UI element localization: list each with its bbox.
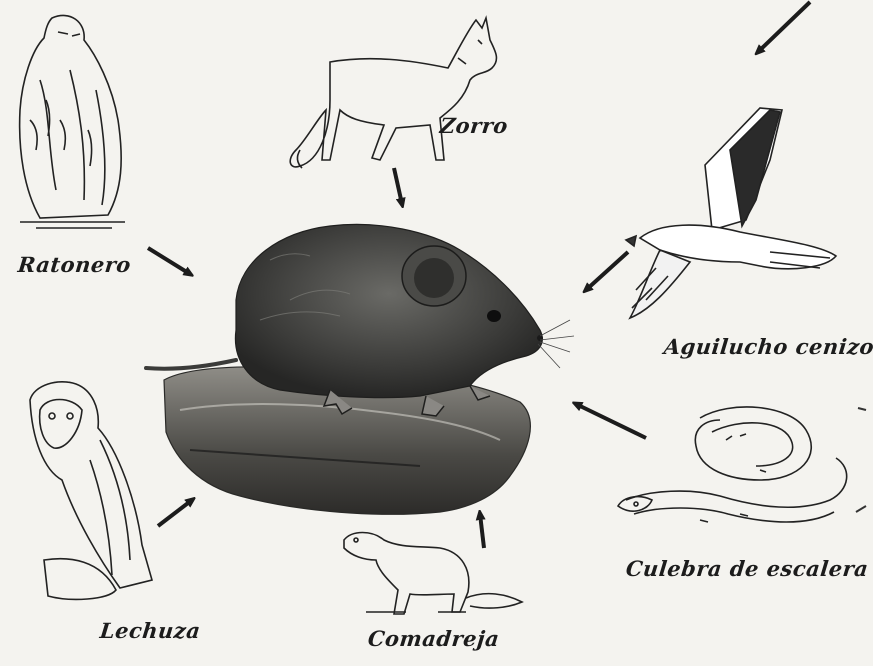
ratonero-illustration: [20, 15, 125, 228]
zorro-illustration: [290, 18, 496, 168]
aguilucho-illustration: [626, 108, 836, 318]
right-edge-marks: [856, 408, 866, 512]
label-ratonero: Ratonero: [17, 252, 133, 277]
label-aguilucho: Aguilucho cenizo: [663, 334, 873, 359]
central-mouse-illustration: [146, 224, 574, 514]
arrow-top-right: [758, 2, 810, 52]
label-lechuza: Lechuza: [99, 618, 202, 643]
arrow-comadreja: [480, 514, 484, 548]
arrow-zorro: [394, 168, 402, 204]
arrow-aguilucho: [586, 252, 628, 290]
label-comadreja: Comadreja: [367, 626, 501, 651]
arrow-lechuza: [158, 500, 192, 526]
comadreja-illustration: [344, 533, 522, 615]
arrow-culebra: [576, 404, 646, 438]
label-culebra: Culebra de escalera: [625, 556, 870, 581]
lechuza-illustration: [30, 382, 152, 600]
arrow-ratonero: [148, 248, 190, 274]
culebra-illustration: [618, 407, 847, 522]
label-zorro: Zorro: [439, 113, 510, 138]
